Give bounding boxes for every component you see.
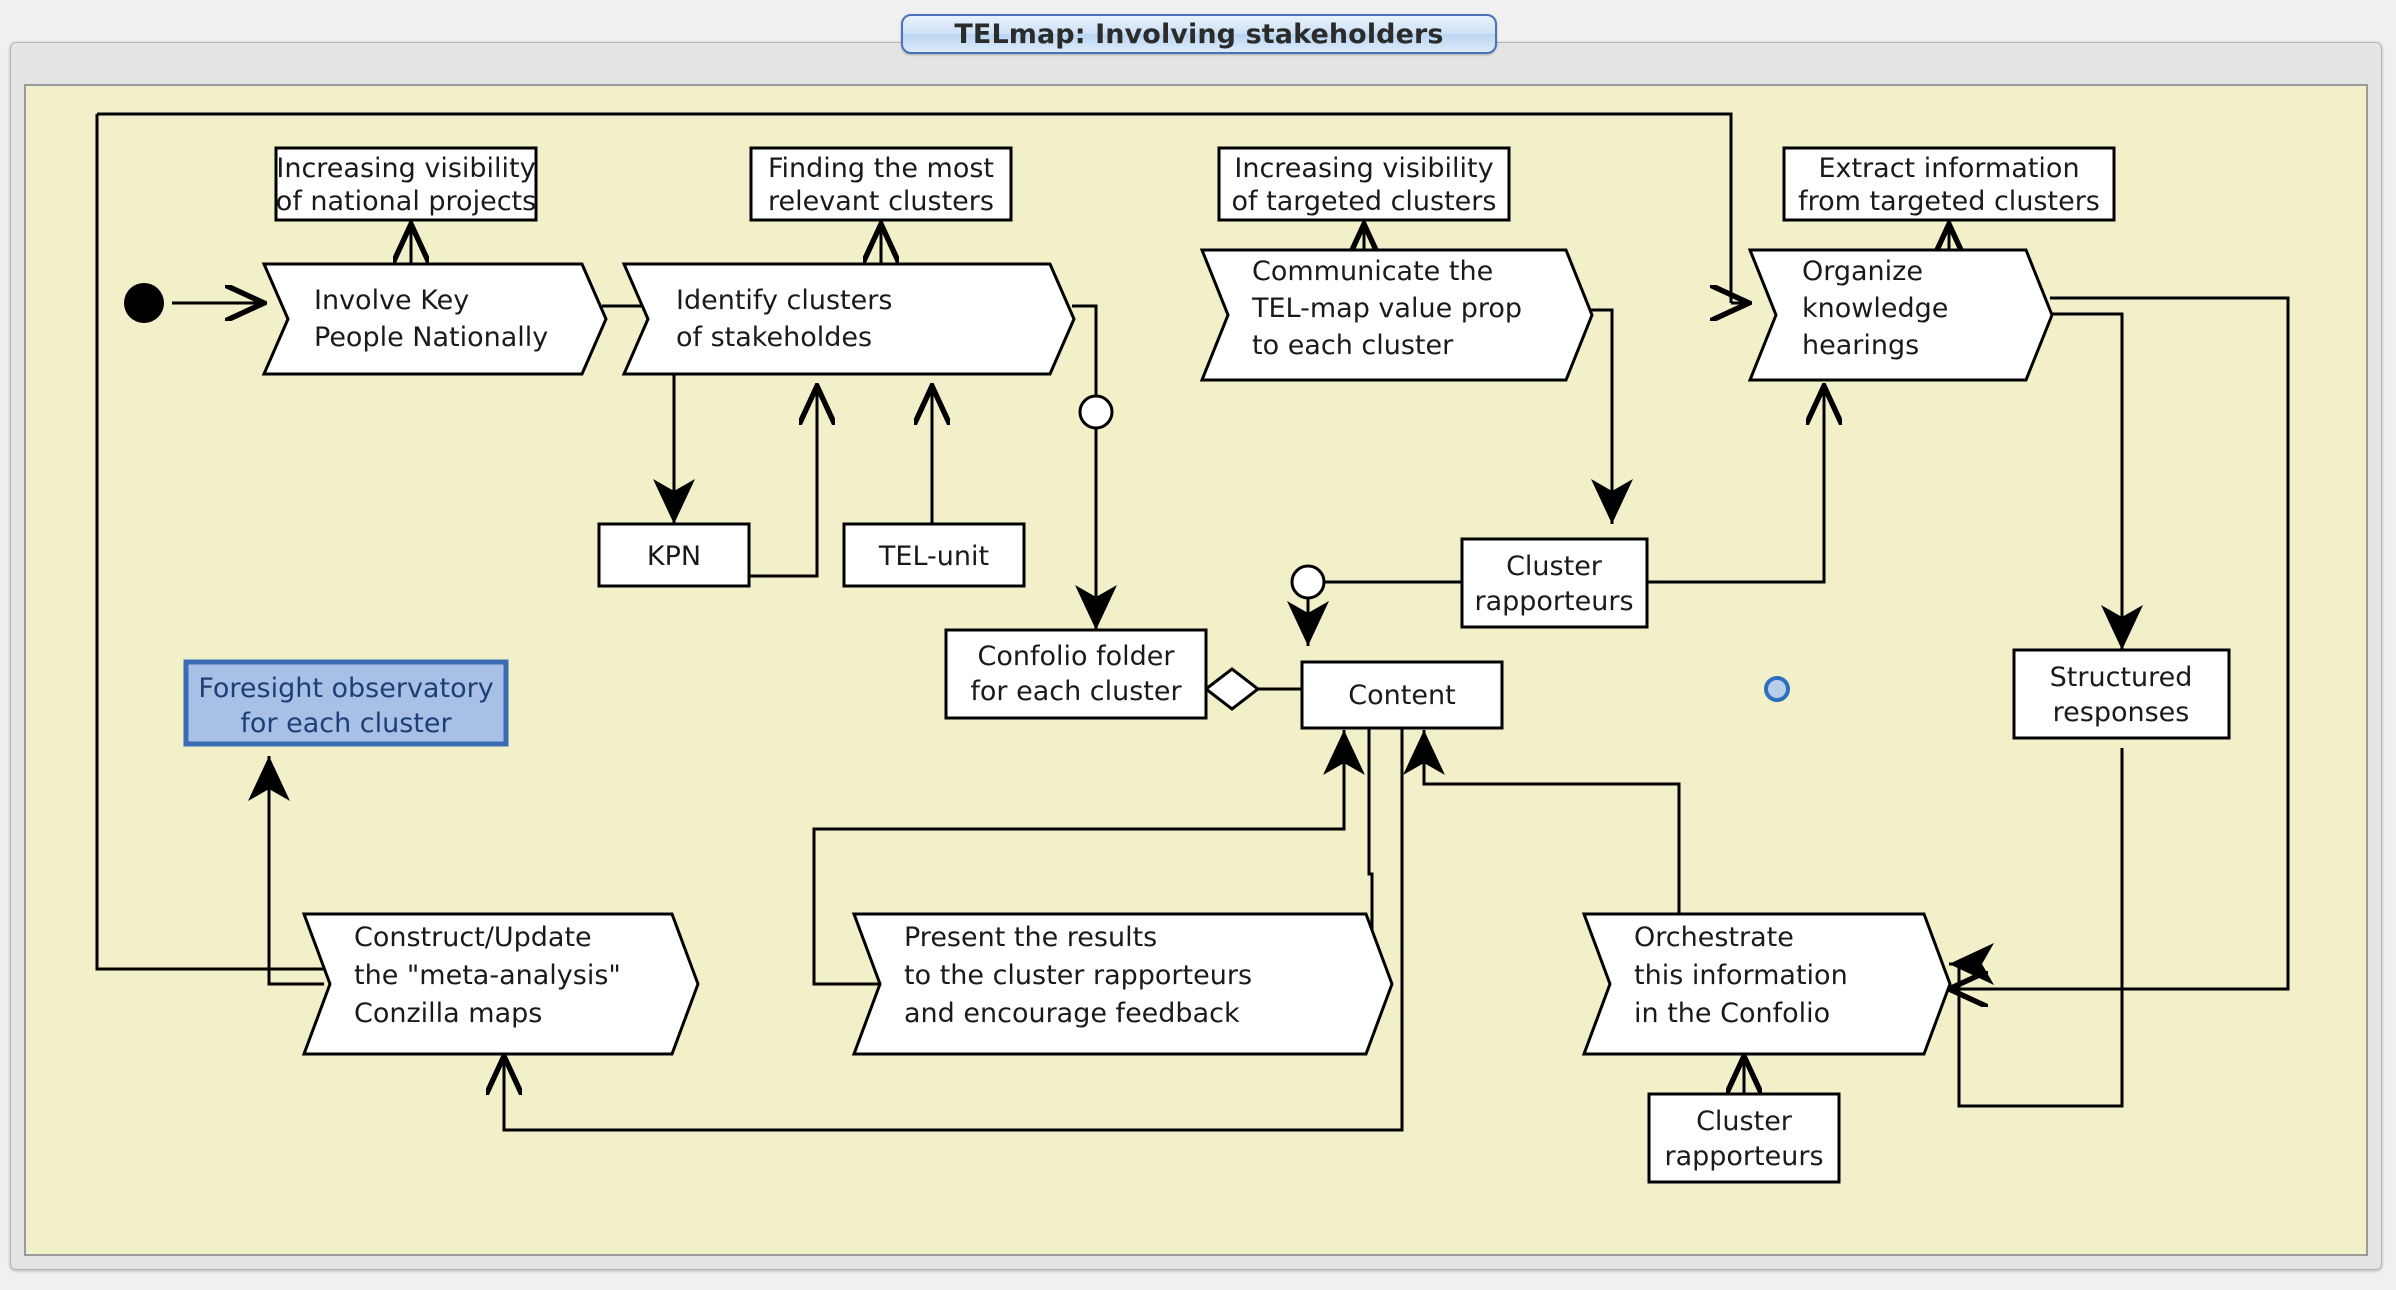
process-line: Communicate the [1252,256,1493,287]
marker-open-circle-confolio [1078,394,1114,430]
connector-organize-loop-to-orchestrate [1949,296,2290,989]
entity-line: TEL-unit [878,541,989,572]
goal-line: relevant clusters [768,186,994,217]
goal-node-group: Increasing visibility of national projec… [274,146,2116,222]
goal-line: Extract information [1818,153,2079,184]
goal-extract-information[interactable]: Extract information from targeted cluste… [1782,146,2116,222]
entity-structured-responses[interactable]: Structured responses [2012,648,2231,740]
entity-kpn[interactable]: KPN [597,522,751,588]
goal-targeted-visibility[interactable]: Increasing visibility of targeted cluste… [1217,146,1511,222]
connector-rapporteurs-to-organize [1647,386,1824,584]
process-involve-key-people[interactable]: Involve Key People Nationally [261,262,608,376]
process-line: TEL-map value prop [1251,293,1522,324]
entity-line: rapporteurs [1664,1141,1823,1172]
connector-layer [95,112,2290,1132]
process-line: of stakeholdes [676,322,872,353]
goal-national-visibility[interactable]: Increasing visibility of national projec… [274,146,538,222]
process-present-results[interactable]: Present the results to the cluster rappo… [851,912,1394,1056]
connector-present-to-content [812,730,1365,986]
process-line: Orchestrate [1634,922,1794,953]
process-line: hearings [1802,330,1919,361]
process-line: Identify clusters [676,285,892,316]
process-line: in the Confolio [1634,998,1830,1029]
title-tab-label: TELmap: Involving stakeholders [954,18,1444,50]
process-line: Involve Key [314,285,469,316]
process-line: this information [1634,960,1848,991]
connector-construct-to-foresight [248,756,324,986]
process-line: People Nationally [314,322,548,353]
entity-tel-unit[interactable]: TEL-unit [842,522,1026,588]
goal-line: of national projects [276,186,536,217]
process-communicate-value-prop[interactable]: Communicate the TEL-map value prop to ea… [1199,248,1594,382]
process-line: to the cluster rapporteurs [904,960,1252,991]
entity-line: responses [2053,697,2190,728]
process-line: Present the results [904,922,1157,953]
title-tab[interactable]: TELmap: Involving stakeholders [901,14,1497,54]
marker-aggregation-diamond [1203,667,1261,711]
process-line: and encourage feedback [904,998,1240,1029]
process-line: knowledge [1802,293,1948,324]
process-identify-clusters[interactable]: Identify clusters of stakeholdes [621,262,1076,376]
entity-line: Content [1348,680,1455,711]
marker-open-circle-content [1290,564,1326,600]
entity-node-group: KPN TEL-unit Confolio folder for each cl… [597,522,2231,1184]
connector-identify-down [1072,304,1098,396]
connector-outer-top [97,112,1733,303]
connector-kpn-to-identify [749,386,817,578]
process-line: Construct/Update [354,922,592,953]
entity-line: Structured [2050,662,2193,693]
foresight-line: for each cluster [240,708,452,739]
goal-line: of targeted clusters [1232,186,1497,217]
diagram-svg: Increasing visibility of national projec… [95,112,2290,1184]
goal-line: Finding the most [768,153,994,184]
entity-line: rapporteurs [1474,586,1633,617]
entity-cluster-rapporteurs-bottom[interactable]: Cluster rapporteurs [1647,1092,1841,1184]
process-node-group: Involve Key People Nationally Identify c… [261,248,2054,1056]
goal-line: Increasing visibility [1234,153,1493,184]
entity-line: Cluster [1506,551,1603,582]
connector-orchestrate-to-content [1403,730,1681,914]
process-line: Conzilla maps [354,998,542,1029]
goal-line: from targeted clusters [1798,186,2100,217]
marker-blue-dot [1764,676,1790,702]
process-orchestrate-information[interactable]: Orchestrate this information in the Conf… [1581,912,1952,1056]
entity-content[interactable]: Content [1300,660,1504,730]
entity-line: Cluster [1696,1106,1793,1137]
entity-line: KPN [647,541,701,572]
entity-line: for each cluster [970,676,1182,707]
node-foresight-observatory[interactable]: Foresight observatory for each cluster [183,659,509,747]
entity-line: Confolio folder [978,641,1176,672]
process-line: the "meta-analysis" [354,960,621,991]
start-node [124,283,164,323]
connector-communicate-to-rapporteurs [1588,308,1633,524]
connector-organize-to-structured [2050,312,2143,650]
process-construct-update-maps[interactable]: Construct/Update the "meta-analysis" Con… [301,912,700,1056]
connector-outer-left-lower [95,654,324,971]
goal-relevant-clusters[interactable]: Finding the most relevant clusters [749,146,1013,222]
connector-structured-to-orchestrate [1949,748,2124,1108]
process-line: Organize [1802,256,1923,287]
connector-content-to-construct [504,726,1404,1132]
entity-confolio-folder[interactable]: Confolio folder for each cluster [944,628,1208,720]
goal-line: Increasing visibility [276,153,535,184]
process-line: to each cluster [1252,330,1454,361]
foresight-line: Foresight observatory [198,673,493,704]
process-organize-hearings[interactable]: Organize knowledge hearings [1747,248,2054,382]
entity-cluster-rapporteurs-top[interactable]: Cluster rapporteurs [1460,537,1649,629]
